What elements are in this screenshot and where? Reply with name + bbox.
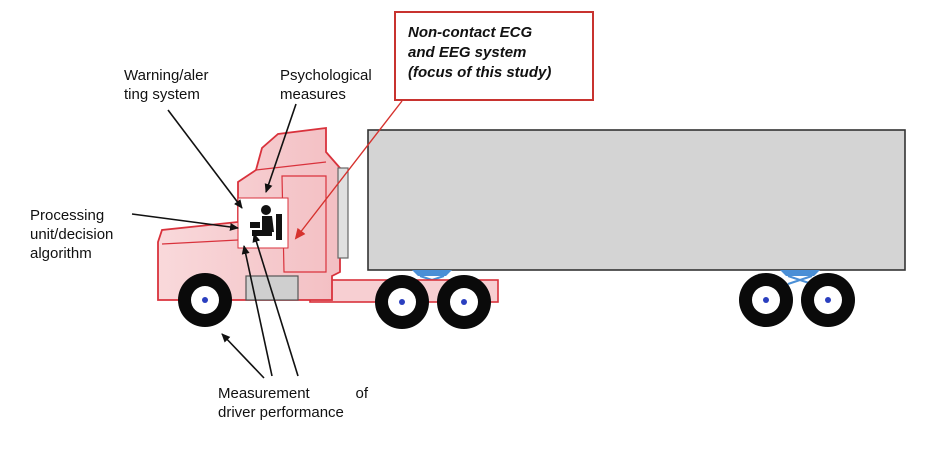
focus-study-box: Non-contact ECG and EEG system (focus of… — [394, 11, 594, 101]
label-psychological-measures: Psychological measures — [280, 66, 372, 104]
arrow-measure-2 — [252, 233, 299, 377]
wheel-trailer-2 — [801, 273, 855, 327]
label-measure-line-2: driver performance — [218, 404, 344, 421]
hood-line — [161, 239, 239, 245]
arrow-measure-1 — [241, 245, 273, 377]
arrow-focus — [294, 100, 403, 240]
label-processing-line-1: Processing — [30, 207, 105, 224]
arrow-psychological — [264, 103, 297, 193]
label-psych-line-2: measures — [280, 86, 346, 103]
focus-line-2: and EEG system — [408, 44, 527, 61]
wheel-drive-2 — [437, 275, 491, 329]
label-measure-word-1: Measurement — [218, 385, 310, 402]
label-processing-line-3: algorithm — [30, 245, 92, 262]
label-warning-line-2: ting system — [124, 86, 200, 103]
label-psych-line-1: Psychological — [280, 67, 372, 84]
trailer — [367, 129, 906, 271]
label-measure-word-2: of — [355, 385, 368, 402]
arrow-measure-wheel — [221, 333, 265, 379]
label-warning-system: Warning/aler ting system — [124, 66, 208, 104]
arrow-processing — [131, 213, 239, 231]
focus-line-1: Non-contact ECG — [408, 24, 533, 41]
wheel-trailer-1 — [739, 273, 793, 327]
wheel-front — [178, 273, 232, 327]
trailer-coupling-rear — [780, 270, 820, 285]
cab-roof-line — [255, 161, 327, 171]
label-measurement-driver-performance: Measurement of driver performance — [218, 384, 368, 422]
label-warning-line-1: Warning/aler — [124, 67, 209, 84]
label-processing-unit: Processing unit/decision algorithm — [30, 206, 113, 263]
label-processing-line-2: unit/decision — [30, 226, 114, 243]
arrow-warning — [167, 109, 243, 209]
exhaust-stack — [337, 167, 349, 259]
wheel-drive-1 — [375, 275, 429, 329]
focus-line-3: (focus of this study) — [408, 64, 552, 81]
